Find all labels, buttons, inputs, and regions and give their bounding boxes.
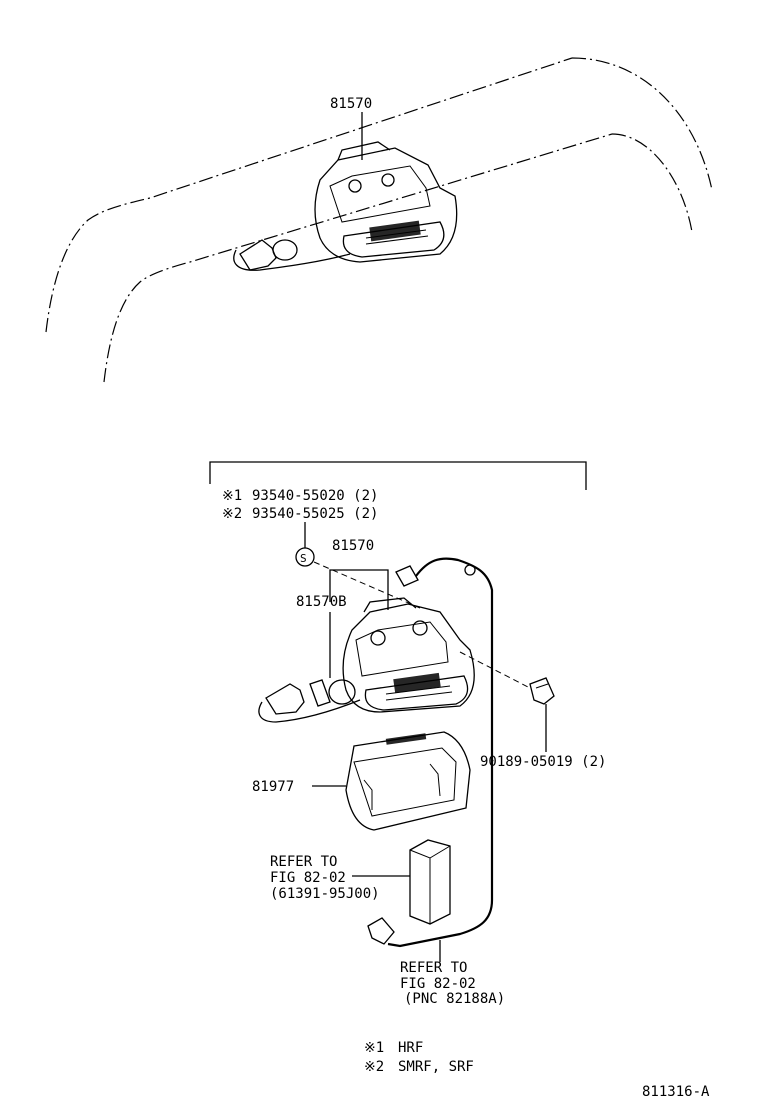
note-2-part-number: 93540-55025 (2) (252, 506, 378, 522)
group-bracket (209, 461, 587, 490)
screw-symbol (295, 547, 315, 567)
figure-id: 811316-A (642, 1084, 710, 1100)
clip-dash-line (459, 651, 531, 689)
screw-symbol-letter: S (300, 552, 307, 565)
part-81570B-label: 81570B (296, 594, 347, 610)
refer-1-line-1: REFER TO (270, 854, 337, 870)
wire-harness (367, 557, 494, 948)
part-81570-leader (329, 569, 389, 610)
note-2-mark: ※2 (222, 506, 242, 522)
refer-2-line-3: (PNC 82188A) (404, 991, 505, 1007)
part-81977-label: 81977 (252, 779, 294, 795)
clip-90189 (529, 677, 555, 705)
refer-1-line-2: FIG 82-02 (270, 870, 346, 886)
legend-1-text: HRF (398, 1040, 423, 1056)
legend-1-mark: ※1 (364, 1040, 384, 1056)
cover-81977 (345, 731, 471, 831)
refer-1-line-3: (61391-95J00) (270, 886, 380, 902)
top-lamp-assembly (233, 112, 458, 271)
roof-outline (45, 57, 713, 383)
sensor-box (409, 839, 451, 925)
legend-2-mark: ※2 (364, 1059, 384, 1075)
note-1-part-number: 93540-55020 (2) (252, 488, 378, 504)
refer-2-line-1: REFER TO (400, 960, 467, 976)
refer-2-line-2: FIG 82-02 (400, 976, 476, 992)
part-90189-label: 90189-05019 (2) (480, 754, 606, 770)
note-1-mark: ※1 (222, 488, 242, 504)
legend-2-text: SMRF, SRF (398, 1059, 474, 1075)
exploded-lamp-assembly (258, 597, 475, 723)
part-81570-label: 81570 (332, 538, 374, 554)
top-part-81570-label: 81570 (330, 96, 372, 112)
